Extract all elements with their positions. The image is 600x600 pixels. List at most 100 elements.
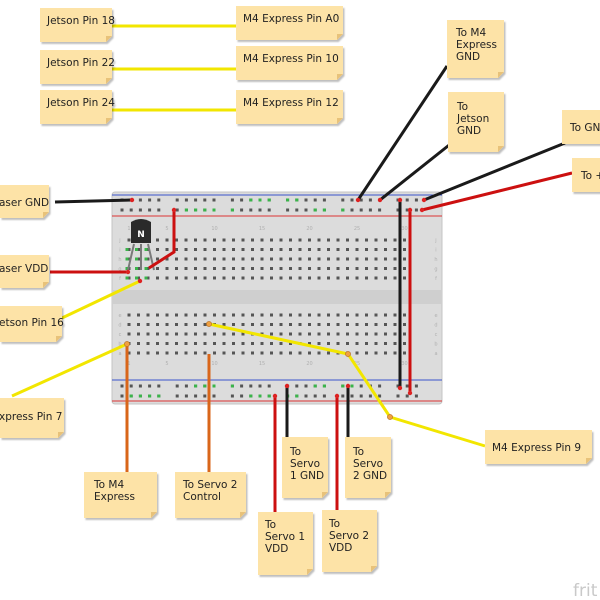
connected-hole: [350, 384, 354, 388]
rail-hole: [184, 384, 188, 388]
connected-hole: [230, 208, 234, 212]
rail-hole: [414, 394, 418, 398]
breadboard-hole: [213, 267, 216, 270]
breadboard-hole: [289, 267, 292, 270]
connected-hole: [125, 248, 129, 251]
breadboard-hole: [156, 248, 159, 251]
rail-hole: [249, 384, 253, 388]
connected-hole: [135, 267, 138, 270]
breadboard-hole: [137, 342, 140, 345]
connected-hole: [212, 384, 216, 388]
breadboard-hole: [222, 267, 226, 270]
breadboard-hole: [260, 351, 264, 355]
note-jetson-pin-16: etson Pin 16: [0, 306, 64, 342]
breadboard-hole: [127, 257, 131, 261]
breadboard-hole: [194, 313, 197, 317]
breadboard-hole: [346, 238, 349, 242]
breadboard-hole: [137, 323, 140, 326]
breadboard-hole: [175, 257, 178, 261]
connected-hole: [125, 267, 129, 270]
breadboard-hole: [308, 351, 311, 355]
connected-hole: [249, 198, 253, 202]
rail-hole: [120, 384, 124, 388]
breadboard-hole: [184, 267, 188, 270]
breadboard-hole: [146, 276, 150, 280]
column-number: 10: [211, 226, 217, 232]
breadboard-hole: [146, 332, 150, 336]
breadboard-hole: [232, 267, 235, 270]
breadboard-hole: [251, 248, 254, 251]
breadboard-hole: [156, 342, 159, 345]
breadboard-hole: [355, 351, 359, 355]
breadboard-hole: [336, 238, 340, 242]
breadboard-hole: [403, 351, 406, 355]
rail-hole: [120, 208, 124, 212]
breadboard-hole: [213, 257, 216, 261]
breadboard-hole: [403, 342, 406, 345]
rail-hole: [129, 384, 133, 388]
breadboard-hole: [137, 257, 140, 261]
breadboard-hole: [222, 323, 226, 326]
breadboard-hole: [146, 323, 150, 326]
breadboard-hole: [374, 248, 378, 251]
breadboard-hole: [241, 276, 245, 280]
rail-hole: [230, 394, 234, 398]
note-jetson-pin-22: Jetson Pin 22: [40, 50, 115, 84]
breadboard-hole: [260, 267, 264, 270]
column-number: 25: [354, 361, 360, 367]
breadboard-hole: [374, 313, 378, 317]
breadboard-hole: [175, 342, 178, 345]
connected-hole: [203, 208, 207, 212]
breadboard-hole: [393, 248, 397, 251]
rail-hole: [240, 384, 244, 388]
breadboard-hole: [374, 267, 378, 270]
note-laser-vdd: aser VDD: [0, 255, 49, 288]
breadboard-hole: [175, 323, 178, 326]
breadboard-hole: [270, 238, 273, 242]
rail-hole: [184, 394, 188, 398]
column-number: 1: [127, 361, 130, 367]
breadboard-hole: [222, 238, 226, 242]
row-letter: b: [118, 342, 121, 348]
breadboard-hole: [384, 257, 387, 261]
rail-hole: [350, 208, 354, 212]
note-m4-express-pin-10: M4 Express Pin 10: [236, 46, 343, 80]
note-jetson-pin-24: Jetson Pin 24: [40, 90, 115, 124]
breadboard-hole: [365, 332, 368, 336]
breadboard-hole: [298, 248, 302, 251]
breadboard-hole: [165, 276, 169, 280]
breadboard-hole: [203, 248, 207, 251]
rail-hole: [304, 394, 308, 398]
breadboard-hole: [241, 238, 245, 242]
breadboard-hole: [127, 276, 131, 280]
breadboard-hole: [184, 323, 188, 326]
breadboard-hole: [146, 267, 150, 270]
breadboard-hole: [317, 342, 321, 345]
note-jetson-pin-24-text: Jetson Pin 24: [46, 97, 115, 109]
note-m4-express-pin-12: M4 Express Pin 12: [236, 90, 343, 124]
column-number: 15: [259, 361, 265, 367]
rail-hole: [359, 198, 363, 202]
rail-hole: [258, 384, 262, 388]
breadboard-hole: [137, 332, 140, 336]
breadboard-hole: [374, 276, 378, 280]
fritzing-watermark: frit: [573, 581, 598, 600]
breadboard-hole: [251, 238, 254, 242]
breadboard-hole: [384, 323, 387, 326]
breadboard-hole: [403, 323, 406, 326]
breadboard-hole: [194, 351, 197, 355]
breadboard-hole: [308, 323, 311, 326]
connected-hole: [144, 276, 148, 280]
breadboard-hole: [298, 276, 302, 280]
breadboard-hole: [403, 257, 406, 261]
rail-hole: [175, 394, 179, 398]
notes: Jetson Pin 18 Jetson Pin 22 Jetson Pin 2…: [0, 6, 600, 575]
breadboard-hole: [384, 313, 387, 317]
breadboard-hole: [279, 267, 283, 270]
connected-hole: [267, 198, 271, 202]
breadboard-hole: [365, 267, 368, 270]
breadboard-hole: [355, 276, 359, 280]
breadboard-hole: [241, 351, 245, 355]
